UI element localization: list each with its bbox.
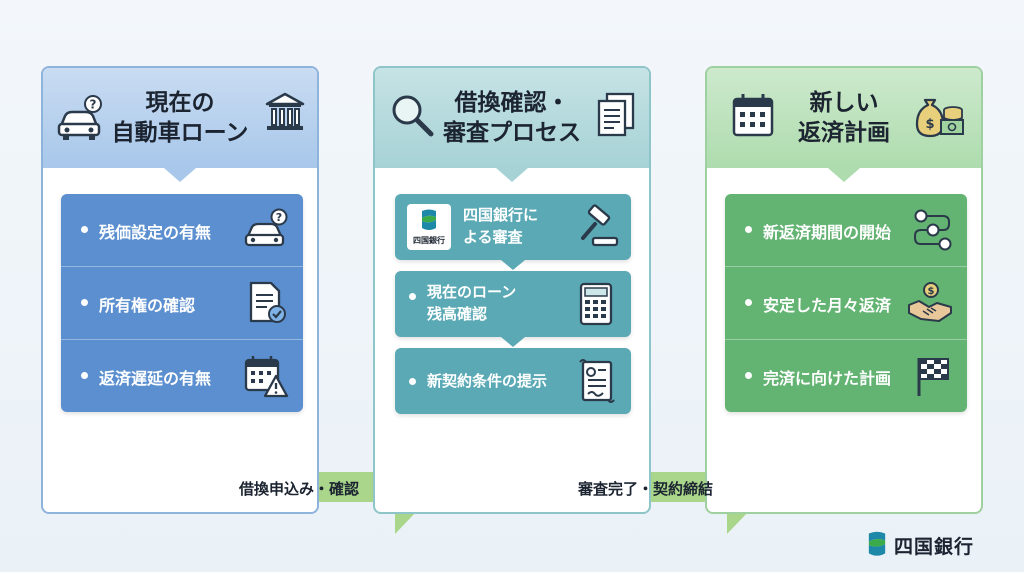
list-item: 所有権の確認	[61, 266, 303, 339]
list-item-label: 安定した月々返済	[763, 296, 892, 315]
handshake-coin-icon: $	[908, 282, 952, 322]
calendar-warning-icon	[244, 356, 289, 398]
step-label: 新契約条件の提示	[427, 372, 548, 390]
column-header: 借換確認・ 審査プロセス	[375, 68, 649, 182]
gavel-icon	[581, 204, 619, 247]
svg-text:$: $	[925, 117, 934, 132]
car-question-icon: ?	[57, 95, 102, 140]
step-bank-review: 四国銀行 四国銀行に よる審査	[395, 194, 631, 270]
list-item-label: 新返済期間の開始	[763, 223, 892, 242]
step-new-terms: 新契約条件の提示	[395, 348, 631, 414]
brand-name: 四国銀行	[894, 536, 975, 558]
car-question-icon: ?	[244, 208, 288, 247]
bank-badge: 四国銀行	[407, 204, 451, 250]
bank-logo-icon	[868, 531, 886, 556]
list-item-label: 返済遅延の有無	[99, 369, 212, 388]
timeline-icon	[914, 209, 952, 251]
svg-text:?: ?	[276, 211, 282, 224]
bank-logo-icon	[422, 209, 436, 230]
column-current-loan: ? 現在の 自動車ローン 残価設定の有無 ?	[41, 66, 319, 514]
document-check-icon	[249, 281, 286, 323]
bullet	[745, 372, 752, 379]
bullet	[81, 299, 88, 306]
svg-text:?: ?	[90, 98, 97, 112]
list-item: 安定した月々返済 $	[725, 266, 967, 339]
bank-badge-text: 四国銀行	[413, 236, 445, 245]
column-title: 新しい 返済計画	[798, 90, 890, 146]
column-refinance-review: 借換確認・ 審査プロセス 四国銀行 四国銀行に よる審査	[373, 66, 651, 514]
plan-panel: 新返済期間の開始 安定した月々返済 $ 完済に向けた計画	[725, 194, 967, 412]
calendar-icon	[732, 94, 774, 137]
list-item: 残価設定の有無 ?	[61, 194, 303, 266]
bullet	[745, 226, 752, 233]
documents-icon	[597, 92, 635, 137]
list-item-label: 所有権の確認	[99, 296, 196, 315]
checklist-panel: 残価設定の有無 ? 所有権の確認 返済遅延の有無	[61, 194, 303, 412]
bullet	[409, 378, 416, 385]
column-header: ? 現在の 自動車ローン	[43, 68, 317, 182]
column-title: 借換確認・ 審査プロセス	[443, 90, 581, 146]
step-label: 四国銀行に よる審査	[463, 206, 539, 246]
magnifier-icon	[392, 95, 434, 137]
bullet	[745, 299, 752, 306]
bullet	[81, 226, 88, 233]
flow-label-contract: 審査完了・契約締結	[578, 480, 714, 498]
bullet	[81, 372, 88, 379]
svg-text:$: $	[928, 286, 935, 297]
list-item: 完済に向けた計画	[725, 339, 967, 412]
finish-flag-icon	[917, 358, 949, 396]
column-header: 新しい 返済計画 $	[707, 68, 981, 182]
money-bag-icon: $	[915, 98, 964, 138]
flow-label-apply: 借換申込み・確認	[239, 480, 360, 498]
contract-icon	[579, 359, 615, 403]
list-item-label: 残価設定の有無	[99, 223, 212, 242]
list-item-label: 完済に向けた計画	[763, 369, 892, 388]
list-item: 返済遅延の有無	[61, 339, 303, 412]
bank-icon	[265, 92, 305, 130]
column-title: 現在の 自動車ローン	[111, 90, 249, 146]
step-label: 現在のローン 残高確認	[427, 283, 517, 323]
column-new-repayment: 新しい 返済計画 $ 新返済期間の開始 安定した月々返済	[705, 66, 983, 514]
step-balance-check: 現在のローン 残高確認	[395, 271, 631, 347]
calculator-icon	[579, 282, 613, 326]
list-item: 新返済期間の開始	[725, 194, 967, 266]
bullet	[409, 293, 416, 300]
